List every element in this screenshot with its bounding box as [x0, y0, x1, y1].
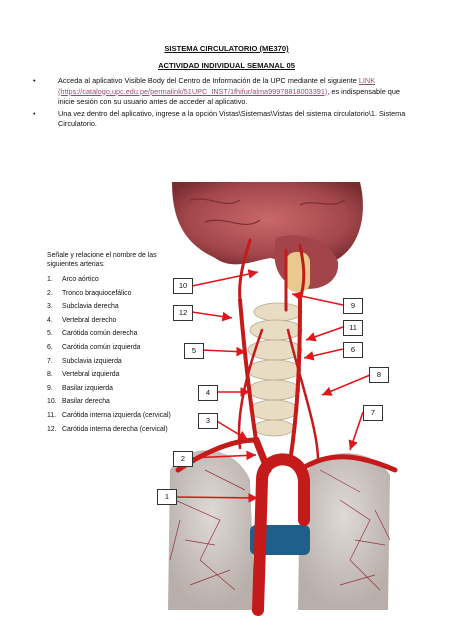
- list-item: 3.Subclavia derecha: [47, 303, 119, 311]
- instruction-2-text: Una vez dentro del aplicativo, ingrese a…: [58, 108, 406, 129]
- visible-body-link[interactable]: LINK: [358, 76, 376, 85]
- list-item: 12.Carótida interna derecha (cervical): [47, 425, 168, 433]
- label-box-10: 10: [173, 278, 193, 294]
- right-lung-area: [298, 453, 390, 610]
- left-vertebral: [286, 328, 320, 462]
- label-box-9: 9: [343, 298, 363, 314]
- list-item: 5.Carótida común derecha: [47, 330, 138, 338]
- list-item: 7.Subclavia izquierda: [47, 357, 122, 365]
- artery-items: 1.Arco aórtico 2.Tronco braquiocefálico …: [47, 275, 177, 438]
- label-box-8: 8: [369, 367, 389, 383]
- instructions: • Acceda al aplicativo Visible Body del …: [33, 76, 408, 131]
- label-box-6: 6: [343, 342, 363, 358]
- label-box-5: 5: [184, 343, 204, 359]
- list-intro: Señale y relacione el nombre de las sigu…: [47, 252, 157, 268]
- list-item: 6.Carótida común izquierda: [47, 343, 141, 351]
- aortic-arch: [252, 453, 310, 616]
- label-box-1: 1: [157, 489, 177, 505]
- label-box-12: 12: [173, 305, 193, 321]
- brachiocephalic-trunk: [252, 436, 272, 474]
- list-item: 10.Basilar derecha: [47, 398, 110, 406]
- right-internal-carotid: [238, 238, 252, 302]
- label-box-11: 11: [343, 320, 363, 336]
- list-item: 4.Vertebral derecho: [47, 316, 117, 324]
- instruction-2: • Una vez dentro del aplicativo, ingrese…: [33, 109, 408, 130]
- label-box-4: 4: [198, 385, 218, 401]
- left-common-carotid: [288, 298, 302, 464]
- instruction-1-tail: , es indispensable que inicie sesión con…: [58, 86, 400, 107]
- left-subclavian: [297, 454, 398, 473]
- label-box-7: 7: [363, 405, 383, 421]
- list-item: 8.Vertebral izquierda: [47, 371, 120, 379]
- brainstem: [286, 252, 310, 292]
- bullet-marker: •: [33, 76, 36, 85]
- instruction-1: • Acceda al aplicativo Visible Body del …: [33, 76, 408, 108]
- artery-list: Señale y relacione el nombre de las sigu…: [47, 251, 177, 438]
- left-lung-area: [168, 450, 255, 610]
- catalog-url-link[interactable]: (https://catalogo.upc.edu.pe/permalink/5…: [58, 86, 328, 96]
- arteries: [175, 238, 398, 616]
- list-item: 1.Arco aórtico: [47, 276, 99, 283]
- label-box-2: 2: [173, 451, 193, 467]
- list-item: 11.Carótida interna izquierda (cervical): [47, 411, 171, 419]
- instruction-1-text: Acceda al aplicativo Visible Body del Ce…: [58, 76, 359, 85]
- label-box-3: 3: [198, 413, 218, 429]
- list-item: 9.Basilar izquierda: [47, 384, 113, 392]
- bullet-marker: •: [33, 108, 36, 118]
- list-item: 2.Tronco braquiocefálico: [47, 289, 132, 297]
- page-title: SISTEMA CIRCULATORIO (ME370): [164, 44, 289, 53]
- page-subtitle: ACTIVIDAD INDIVIDUAL SEMANAL 05: [158, 61, 295, 70]
- brain: [172, 182, 363, 266]
- cervical-spine: [246, 302, 303, 437]
